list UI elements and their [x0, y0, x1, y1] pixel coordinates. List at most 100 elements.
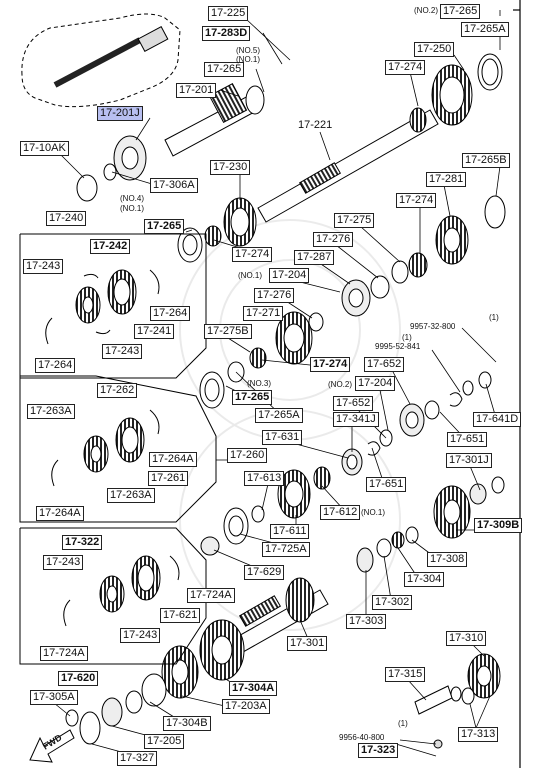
part-label[interactable]: 17-240 [46, 211, 87, 226]
part-label[interactable]: 17-262 [97, 383, 138, 398]
part-label[interactable]: 17-274 [310, 357, 351, 372]
part-note: (NO.1) [236, 55, 260, 64]
part-label[interactable]: 17-287 [294, 250, 335, 265]
part-note: (NO.3) [247, 379, 271, 388]
part-note: (NO.1) [361, 508, 385, 517]
part-note: (NO.1) [120, 204, 144, 213]
part-label[interactable]: 17-265 [204, 62, 245, 77]
part-label[interactable]: 17-302 [372, 595, 413, 610]
part-label[interactable]: 17-264 [35, 358, 76, 373]
part-note: 9957-32-800 [410, 322, 456, 331]
part-label[interactable]: 17-263A [27, 404, 75, 419]
part-label[interactable]: 17-304B [163, 716, 211, 731]
part-label[interactable]: 17-243 [102, 344, 143, 359]
part-label[interactable]: 17-274 [232, 247, 273, 262]
group-box-620 [19, 527, 207, 665]
part-label[interactable]: 17-250 [414, 42, 455, 57]
part-label[interactable]: 17-613 [244, 471, 285, 486]
part-label[interactable]: 17-651 [447, 432, 488, 447]
part-label[interactable]: 17-205 [144, 734, 185, 749]
part-label[interactable]: 17-225 [208, 6, 249, 21]
part-note: (NO.5) [236, 46, 260, 55]
part-label[interactable]: 17-651 [366, 477, 407, 492]
part-label[interactable]: 17-261 [148, 471, 189, 486]
transmission-inset [21, 13, 181, 108]
part-label[interactable]: 17-243 [120, 628, 161, 643]
part-label[interactable]: 17-306A [150, 178, 198, 193]
part-label[interactable]: 17-611 [270, 524, 310, 539]
part-label[interactable]: 17-283D [202, 26, 251, 41]
part-label[interactable]: 17-301J [446, 453, 492, 468]
part-label[interactable]: 17-203A [222, 699, 270, 714]
part-note: (NO.2) [328, 380, 352, 389]
part-label[interactable]: 17-243 [43, 555, 84, 570]
part-label[interactable]: 17-263A [107, 488, 155, 503]
part-label[interactable]: 17-265A [461, 22, 509, 37]
part-label[interactable]: 17-265 [232, 390, 273, 405]
part-label[interactable]: 17-264 [150, 306, 191, 321]
part-label[interactable]: 17-724A [40, 646, 88, 661]
part-label[interactable]: 17-271 [243, 306, 284, 321]
part-label[interactable]: 17-310 [446, 631, 487, 646]
part-label[interactable]: 17-201J [97, 106, 143, 121]
part-label[interactable]: 17-621 [160, 608, 201, 623]
part-label[interactable]: 17-629 [244, 565, 285, 580]
part-note: (1) [398, 719, 408, 728]
part-label[interactable]: 17-322 [62, 535, 103, 550]
part-label[interactable]: 17-305A [30, 690, 78, 705]
part-label[interactable]: 17-652 [333, 396, 374, 411]
part-label[interactable]: 17-201 [176, 83, 217, 98]
part-label[interactable]: 17-276 [313, 232, 354, 247]
part-label[interactable]: 17-265A [255, 408, 303, 423]
part-label[interactable]: 17-327 [117, 751, 158, 766]
input-shaft [76, 82, 265, 202]
part-label[interactable]: 17-303 [346, 614, 387, 629]
part-label[interactable]: 17-281 [426, 172, 467, 187]
part-label[interactable]: 17-274 [396, 193, 437, 208]
main-shaft [257, 53, 503, 223]
page-frame [513, 0, 521, 768]
part-note: 9995-52-841 [375, 342, 421, 351]
part-label[interactable]: 17-265B [462, 153, 510, 168]
part-label[interactable]: 17-276 [254, 288, 295, 303]
part-label[interactable]: 17-309B [474, 518, 523, 533]
part-label[interactable]: 17-341J [333, 412, 379, 427]
part-label[interactable]: 17-260 [227, 448, 268, 463]
part-label[interactable]: 17-265 [440, 4, 481, 19]
part-label[interactable]: 17-301 [287, 636, 328, 651]
part-label[interactable]: 17-631 [262, 430, 303, 445]
fwd-arrow [29, 729, 75, 763]
part-label[interactable]: 17-313 [458, 727, 499, 742]
part-label[interactable]: 17-275 [334, 213, 375, 228]
part-label[interactable]: 17-243 [23, 259, 64, 274]
part-label[interactable]: 17-304 [404, 572, 445, 587]
group-box-240 [19, 233, 207, 379]
part-label[interactable]: 17-241 [134, 324, 175, 339]
part-label[interactable]: 17-265 [144, 219, 185, 234]
part-label[interactable]: 17-724A [187, 588, 235, 603]
part-label[interactable]: 17-315 [385, 667, 426, 682]
part-label[interactable]: 17-204 [269, 268, 310, 283]
part-note: 9956-40-800 [339, 733, 385, 742]
part-label[interactable]: 17-242 [90, 239, 131, 254]
part-label[interactable]: 17-304A [229, 681, 278, 696]
part-label[interactable]: 17-612 [320, 505, 361, 520]
part-label[interactable]: 17-323 [358, 743, 399, 758]
part-label[interactable]: 17-221 [298, 119, 333, 131]
part-label[interactable]: 17-725A [262, 542, 310, 557]
part-label[interactable]: 17-264A [149, 452, 197, 467]
part-label[interactable]: 17-620 [58, 671, 99, 686]
part-label[interactable]: 17-274 [385, 60, 426, 75]
part-label[interactable]: 17-641D [473, 412, 522, 427]
part-label[interactable]: 17-308 [427, 552, 468, 567]
part-label[interactable]: 17-652 [364, 357, 405, 372]
part-label[interactable]: 17-264A [36, 506, 84, 521]
part-label[interactable]: 17-275B [204, 324, 252, 339]
part-label[interactable]: 17-204 [355, 376, 396, 391]
part-label[interactable]: 17-10AK [20, 141, 69, 156]
part-label[interactable]: 17-230 [210, 160, 251, 175]
reverse-parts [200, 371, 492, 556]
part-note: (NO.1) [238, 271, 262, 280]
countershaft [65, 476, 505, 745]
